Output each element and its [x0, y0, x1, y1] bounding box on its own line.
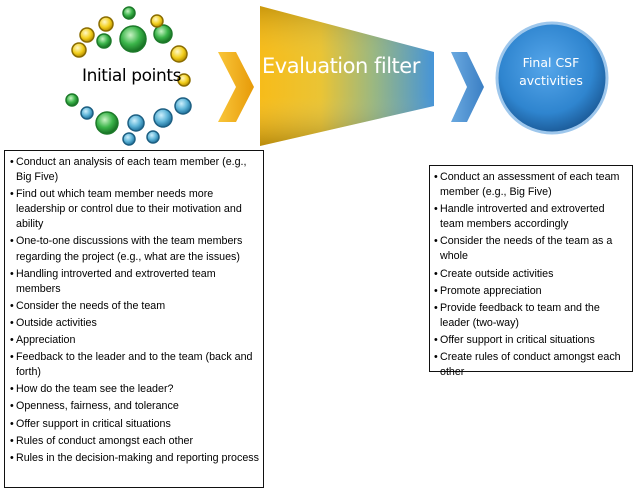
- list-item-text: Create outside activities: [440, 267, 554, 280]
- list-item: •Create rules of conduct amongst each ot…: [434, 350, 629, 380]
- initial-points-label: Initial points: [82, 66, 182, 86]
- list-item: •Consider the needs of the team: [10, 299, 259, 314]
- bullet-icon: •: [10, 316, 14, 329]
- final-csf-line1: Final CSF: [522, 55, 580, 70]
- bullet-icon: •: [10, 434, 14, 447]
- ring-circle: [177, 73, 191, 87]
- list-item: •Find out which team member needs more l…: [10, 187, 259, 232]
- list-item: •Provide feedback to team and the leader…: [434, 301, 629, 331]
- bullet-icon: •: [10, 417, 14, 430]
- bullet-icon: •: [10, 451, 14, 464]
- bullet-icon: •: [434, 284, 438, 297]
- bullet-icon: •: [434, 333, 438, 346]
- bullet-icon: •: [10, 351, 14, 364]
- list-item: •Offer support in critical situations: [10, 417, 259, 432]
- list-item-text: Outside activities: [16, 316, 97, 329]
- list-item-text: Appreciation: [16, 334, 76, 347]
- ring-circle: [170, 45, 188, 63]
- list-item: •Consider the needs of the team as a who…: [434, 234, 629, 264]
- bullet-icon: •: [434, 301, 438, 314]
- bullet-icon: •: [434, 267, 438, 280]
- list-item-text: Create rules of conduct amongst each oth…: [440, 351, 621, 379]
- ring-circle: [96, 33, 112, 49]
- bullet-icon: •: [10, 299, 14, 312]
- list-item-text: Conduct an assessment of each team membe…: [440, 171, 620, 199]
- ring-circle: [79, 27, 95, 43]
- ring-circle: [71, 42, 87, 58]
- list-item: •Appreciation: [10, 333, 259, 348]
- evaluation-filter-label: Evaluation filter: [262, 54, 420, 78]
- list-item: •Handle introverted and extroverted team…: [434, 202, 629, 232]
- list-item: •Handling introverted and extroverted te…: [10, 267, 259, 297]
- list-item-text: Rules in the decision-making and reporti…: [16, 451, 259, 464]
- list-item-text: Offer support in critical situations: [16, 417, 171, 430]
- ring-circle: [122, 132, 136, 146]
- list-item: •Feedback to the leader and to the team …: [10, 350, 259, 380]
- ring-circle: [146, 130, 160, 144]
- ring-circle: [65, 93, 79, 107]
- list-item: •How do the team see the leader?: [10, 382, 259, 397]
- bullet-icon: •: [10, 156, 14, 168]
- final-csf-label: Final CSF avctivities: [501, 54, 601, 90]
- initial-points-list: •Conduct an analysis of each team member…: [4, 150, 264, 488]
- ring-circle: [98, 16, 114, 32]
- bullet-icon: •: [434, 235, 438, 248]
- bullet-icon: •: [434, 203, 438, 216]
- list-item-text: Consider the needs of the team as a whol…: [440, 235, 613, 263]
- list-item-text: Rules of conduct amongst each other: [16, 434, 194, 447]
- initial-points-circles: [65, 6, 192, 146]
- list-item-text: Feedback to the leader and to the team (…: [16, 351, 253, 379]
- list-item-text: Conduct an analysis of each team member …: [16, 156, 247, 184]
- ring-circle: [122, 6, 136, 20]
- ring-circle: [174, 97, 192, 115]
- list-item-text: One-to-one discussions with the team mem…: [16, 235, 243, 263]
- list-item-text: Openness, fairness, and tolerance: [16, 400, 179, 413]
- list-item: •Offer support in critical situations: [434, 333, 629, 348]
- list-item-text: Handle introverted and extroverted team …: [440, 203, 605, 231]
- evaluation-filter-funnel: [260, 6, 434, 146]
- final-csf-circle: [495, 21, 609, 135]
- list-item-text: Find out which team member needs more le…: [16, 188, 242, 231]
- list-item-text: How do the team see the leader?: [16, 383, 174, 396]
- bullet-icon: •: [10, 188, 14, 201]
- bullet-icon: •: [10, 267, 14, 280]
- final-activities-list: •Conduct an assessment of each team memb…: [429, 165, 633, 378]
- final-csf-line2: avctivities: [519, 73, 583, 88]
- ring-circle: [119, 25, 147, 53]
- list-item: •Conduct an analysis of each team member…: [10, 155, 259, 185]
- list-item: •Create outside activities: [434, 267, 629, 282]
- list-item: •Conduct an assessment of each team memb…: [434, 170, 629, 200]
- list-item-text: Handling introverted and extroverted tea…: [16, 267, 216, 295]
- bullet-icon: •: [434, 171, 438, 183]
- list-item: •Rules of conduct amongst each other: [10, 434, 259, 449]
- list-item: •Outside activities: [10, 316, 259, 331]
- bullet-icon: •: [10, 383, 14, 396]
- ring-circle: [95, 111, 119, 135]
- list-item: •Promote appreciation: [434, 284, 629, 299]
- list-item-text: Promote appreciation: [440, 284, 542, 297]
- list-item-text: Offer support in critical situations: [440, 333, 595, 346]
- list-item-text: Consider the needs of the team: [16, 299, 166, 312]
- ring-circle: [80, 106, 94, 120]
- bullet-icon: •: [434, 351, 438, 364]
- bullet-icon: •: [10, 334, 14, 347]
- bullet-icon: •: [10, 235, 14, 248]
- list-item: •One-to-one discussions with the team me…: [10, 234, 259, 264]
- chevron-right-icon: [218, 52, 254, 122]
- ring-circle: [153, 24, 173, 44]
- bullet-icon: •: [10, 400, 14, 413]
- ring-circle: [127, 114, 145, 132]
- ring-circle: [150, 14, 164, 28]
- list-item-text: Provide feedback to team and the leader …: [440, 301, 600, 329]
- chevron-right-icon: [451, 52, 484, 122]
- list-item: •Openness, fairness, and tolerance: [10, 399, 259, 414]
- list-item: •Rules in the decision-making and report…: [10, 451, 259, 466]
- ring-circle: [153, 108, 173, 128]
